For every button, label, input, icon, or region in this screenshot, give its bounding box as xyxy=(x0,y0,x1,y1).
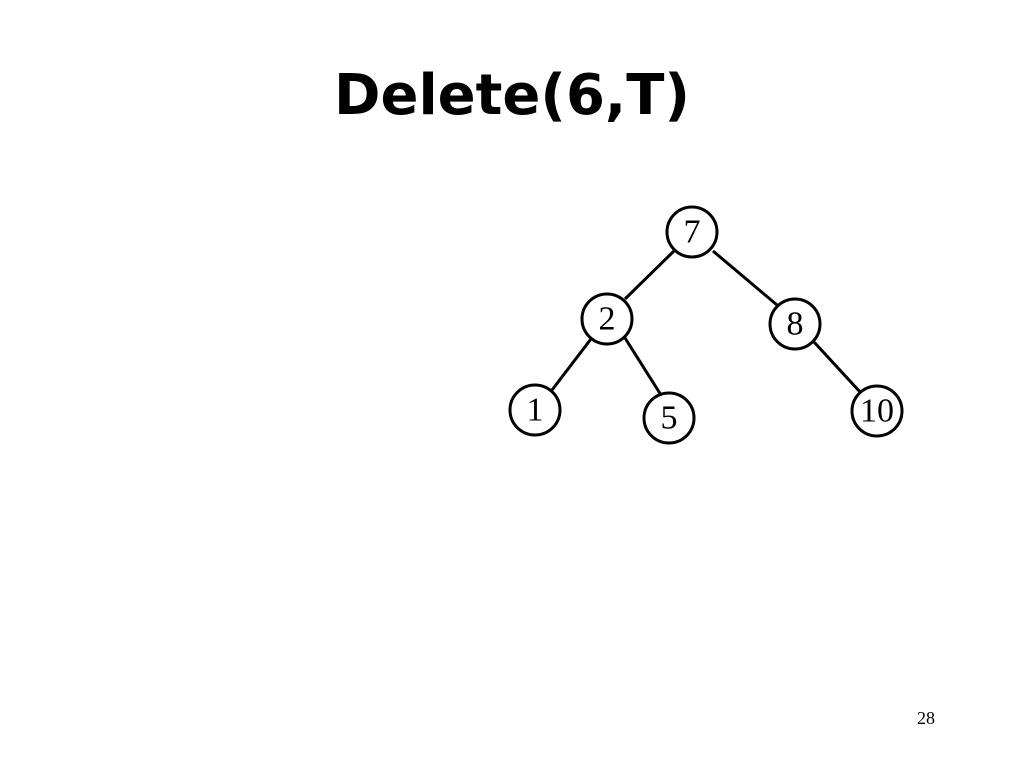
slide-title: Delete(6,T) xyxy=(333,63,690,128)
edge-8-10 xyxy=(812,340,863,395)
tree-node-1: 1 xyxy=(508,383,562,437)
node-label: 5 xyxy=(661,400,678,437)
tree-edges xyxy=(550,249,863,396)
node-circle xyxy=(768,297,822,351)
node-label: 2 xyxy=(599,301,616,338)
edge-2-5 xyxy=(623,337,663,396)
edge-2-1 xyxy=(550,334,596,391)
tree-node-7: 7 xyxy=(665,205,719,259)
edge-7-8 xyxy=(712,249,778,307)
node-label: 1 xyxy=(527,392,544,429)
node-circle xyxy=(642,391,696,445)
tree-node-8: 8 xyxy=(768,297,822,351)
tree-node-2: 2 xyxy=(580,292,634,346)
page-number: 28 xyxy=(917,708,935,728)
tree-node-10: 10 xyxy=(850,384,904,438)
tree-node-5: 5 xyxy=(642,391,696,445)
tree-nodes: 7 2 8 1 5 10 xyxy=(508,205,904,445)
node-circle xyxy=(850,384,904,438)
node-label: 8 xyxy=(787,306,804,343)
node-label: 7 xyxy=(684,214,701,251)
node-label: 10 xyxy=(860,393,894,430)
edge-7-2 xyxy=(623,249,676,301)
node-circle xyxy=(508,383,562,437)
node-circle xyxy=(580,292,634,346)
node-circle xyxy=(665,205,719,259)
